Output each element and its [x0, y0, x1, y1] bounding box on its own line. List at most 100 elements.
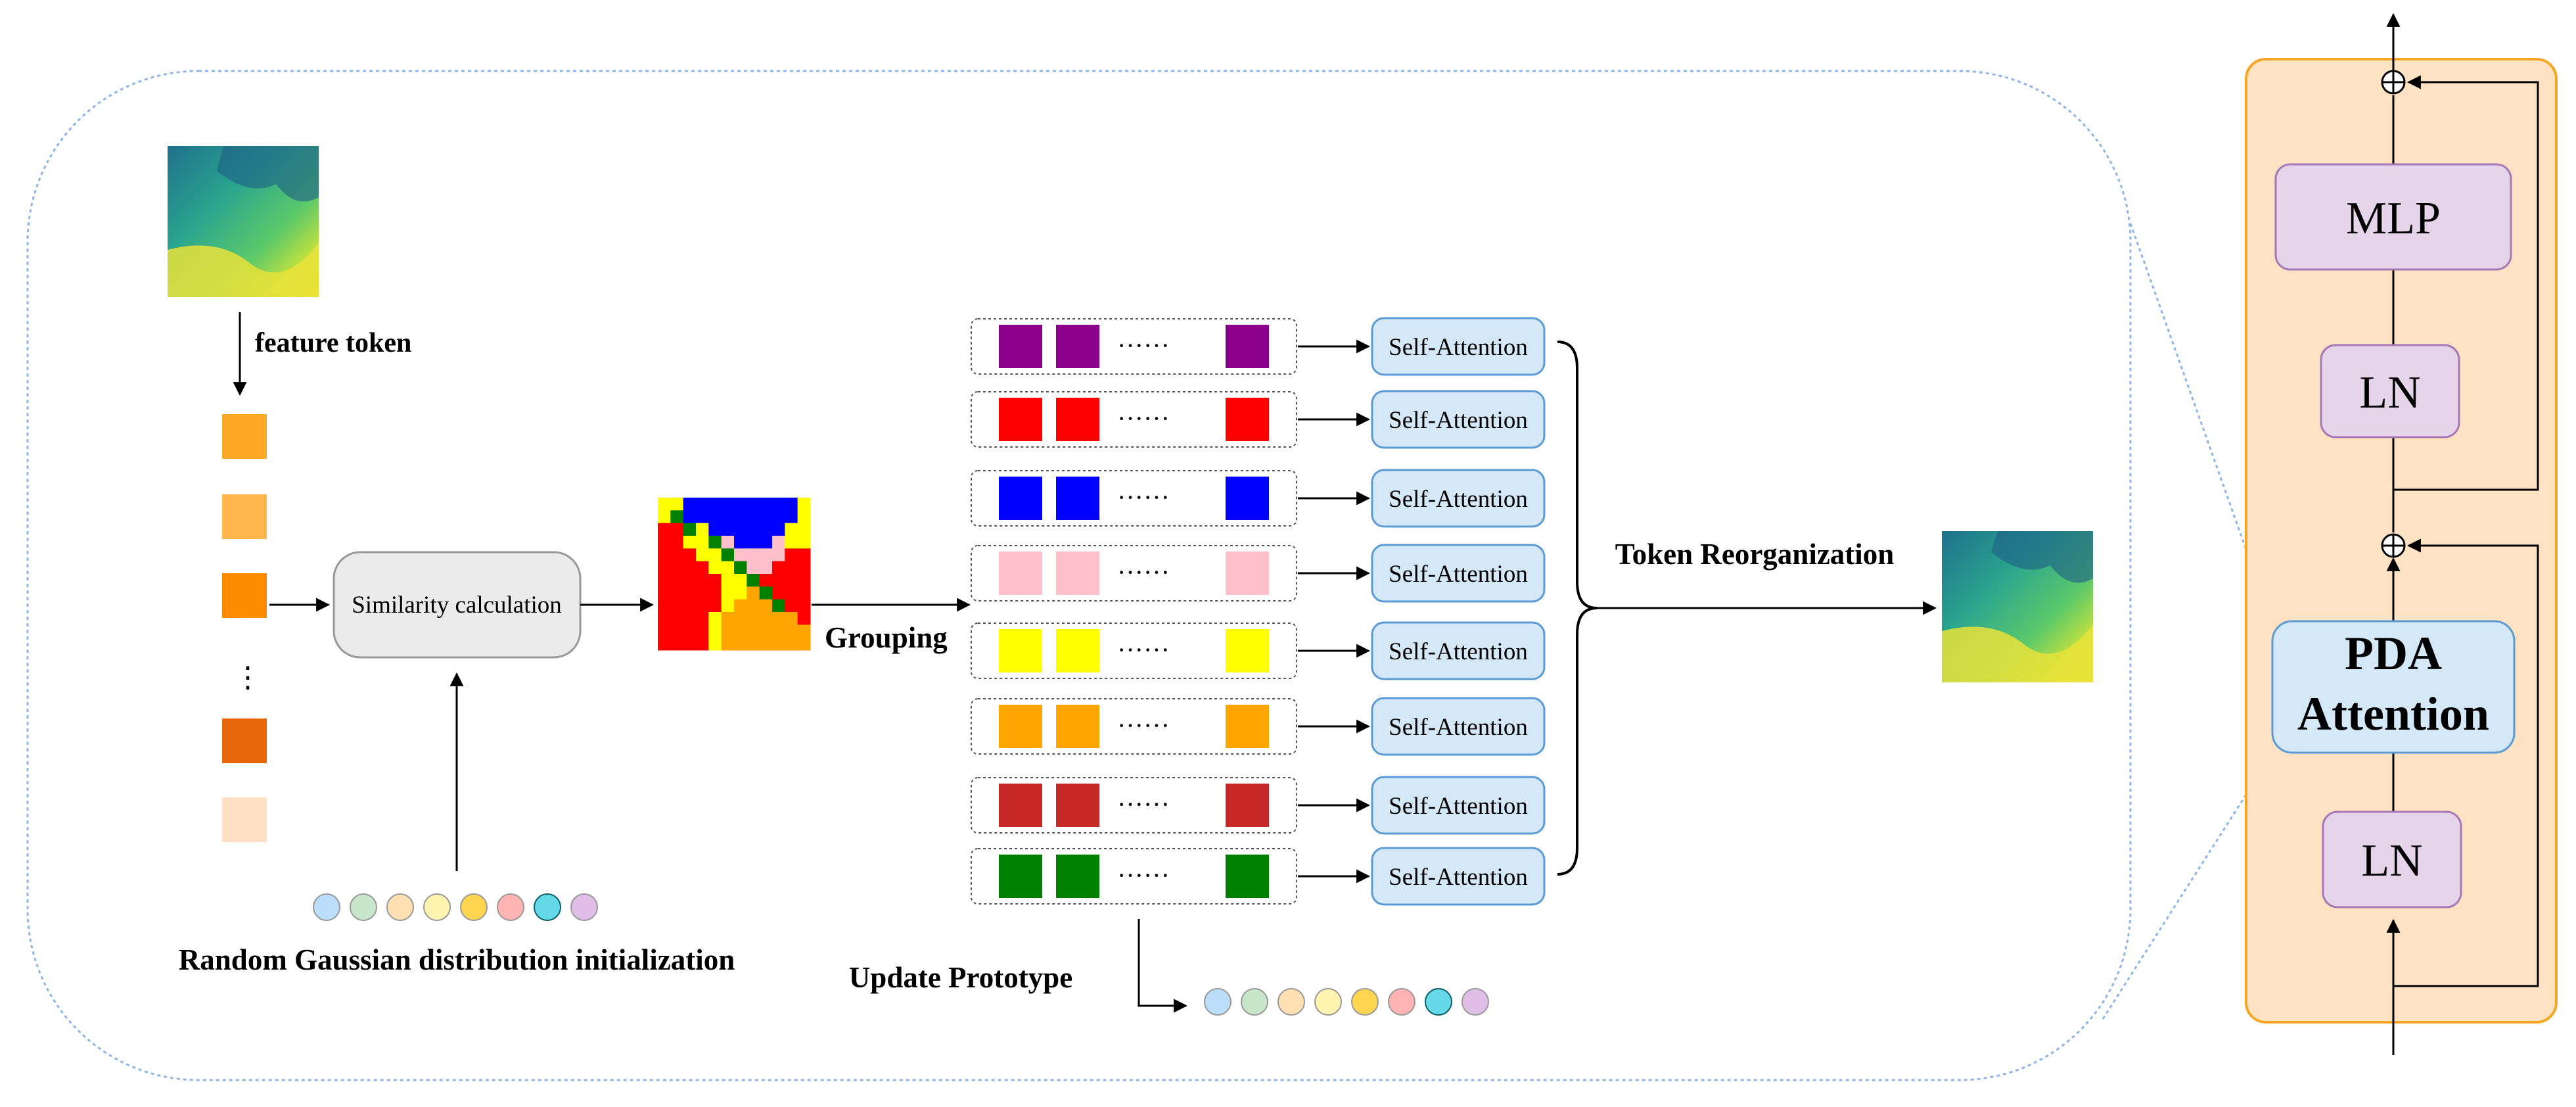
map-cell: [785, 510, 798, 524]
group-token-square: [1056, 784, 1099, 827]
self-attention-box: [1371, 390, 1546, 449]
pda-attention-box: [2271, 620, 2516, 754]
map-cell: [721, 586, 735, 600]
map-cell: [708, 599, 722, 613]
map-cell: [683, 624, 697, 638]
self-attention-label: Self-Attention: [1389, 864, 1528, 891]
self-attention-box: [1371, 544, 1546, 603]
map-cell: [696, 599, 709, 613]
map-cell: [696, 498, 709, 511]
map-cell: [785, 637, 798, 651]
self-attention-box: [1371, 847, 1546, 906]
map-cell: [772, 637, 785, 651]
map-cell: [734, 536, 747, 549]
map-cell: [797, 510, 811, 524]
map-cell: [683, 498, 697, 511]
map-cell: [658, 548, 671, 562]
map-cell: [747, 637, 760, 651]
group-container: [971, 777, 1297, 834]
map-cell: [683, 637, 697, 651]
feature-token-square: [222, 494, 267, 539]
self-attention-label: Self-Attention: [1389, 407, 1528, 434]
map-cell: [683, 510, 697, 524]
ln-top-box: [2320, 344, 2460, 438]
group-container: [971, 318, 1297, 375]
map-cell: [696, 574, 709, 587]
group-token-square: [1226, 477, 1269, 520]
token-groups: ······Self-Attention······Self-Attention…: [971, 317, 1546, 906]
map-cell: [747, 548, 760, 562]
token-group-row: ······Self-Attention: [971, 544, 1546, 603]
map-cell: [785, 599, 798, 613]
map-cell: [759, 561, 773, 575]
map-cell: [683, 612, 697, 625]
group-token-square: [999, 325, 1042, 368]
feature-token-square: [222, 573, 267, 618]
group-token-square: [1226, 398, 1269, 441]
group-dots: ······: [1117, 331, 1170, 360]
prototype-circle: [570, 893, 598, 921]
ln-bottom-box: [2322, 811, 2462, 908]
group-token-square: [1226, 552, 1269, 595]
ln-bottom-label: LN: [2361, 836, 2422, 886]
group-container: [971, 391, 1297, 448]
map-cell: [772, 599, 785, 613]
map-cell: [772, 523, 785, 536]
prototype-circle: [497, 893, 524, 921]
map-cell: [747, 612, 760, 625]
self-attention-label: Self-Attention: [1389, 793, 1528, 820]
map-cell: [670, 498, 684, 511]
prototype-circle: [1425, 988, 1452, 1016]
map-cell: [759, 574, 773, 587]
map-cell: [670, 612, 684, 625]
zoom-line-bottom: [2102, 749, 2276, 1020]
map-cell: [759, 612, 773, 625]
grouping-label: Grouping: [825, 621, 948, 654]
map-cell: [797, 498, 811, 511]
group-token-square: [1056, 552, 1099, 595]
map-cell: [734, 599, 747, 613]
group-token-square: [999, 477, 1042, 520]
map-cell: [797, 548, 811, 562]
map-cell: [747, 536, 760, 549]
prototype-circle: [1314, 988, 1342, 1016]
map-cell: [721, 561, 735, 575]
prototype-circle: [1461, 988, 1489, 1016]
output-feature-map: [1942, 531, 2093, 682]
map-cell: [658, 536, 671, 549]
self-attention-box: [1371, 469, 1546, 528]
group-dots: ······: [1117, 711, 1170, 740]
map-cell: [772, 510, 785, 524]
prototype-circle: [534, 893, 561, 921]
map-cell: [658, 612, 671, 625]
prototype-circle: [1388, 988, 1415, 1016]
map-cell: [759, 510, 773, 524]
map-cell: [734, 637, 747, 651]
map-cell: [683, 536, 697, 549]
map-cell: [696, 612, 709, 625]
residual-connection-1: [2393, 538, 2539, 987]
self-attention-box: [1371, 697, 1546, 756]
feature-tokens: [222, 414, 267, 842]
self-attention-box: [1371, 317, 1546, 376]
map-cell: [721, 599, 735, 613]
update-prototype-arrow: [1138, 919, 1188, 1013]
map-cell: [721, 536, 735, 549]
group-token-square: [999, 398, 1042, 441]
map-cell: [785, 548, 798, 562]
map-cell: [708, 498, 722, 511]
map-cell: [670, 523, 684, 536]
token-group-row: ······Self-Attention: [971, 697, 1546, 756]
ln-top-label: LN: [2359, 367, 2420, 418]
group-container: [971, 623, 1297, 679]
group-token-square: [1226, 784, 1269, 827]
random-init-label: Random Gaussian distribution initializat…: [179, 943, 735, 976]
map-cell: [670, 624, 684, 638]
map-cell: [759, 586, 773, 600]
self-attention-label: Self-Attention: [1389, 486, 1528, 513]
map-cell: [772, 624, 785, 638]
map-cell: [658, 624, 671, 638]
map-cell: [696, 624, 709, 638]
updated-prototypes: [1204, 988, 1489, 1016]
